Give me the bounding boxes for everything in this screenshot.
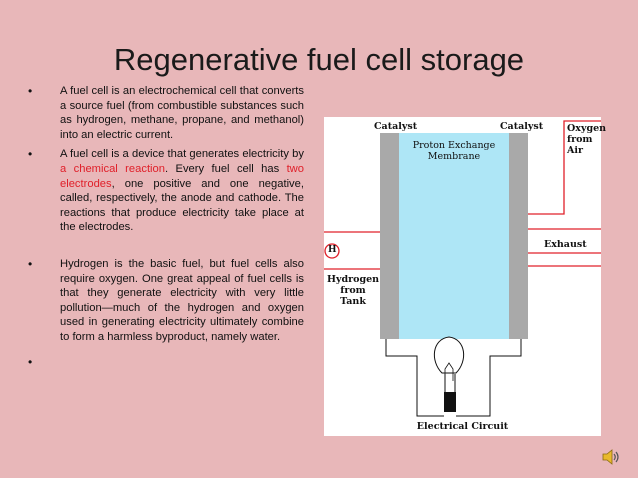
bullet-text: Hydrogen is the basic fuel, but fuel cel…	[60, 257, 304, 343]
membrane-label-line1: Proton Exchange	[412, 140, 496, 151]
hydrogen-label-line1: Hydrogen	[327, 274, 380, 285]
hydrogen-symbol-label: H	[328, 245, 337, 255]
oxygen-label: Oxygen from Air	[567, 123, 606, 156]
bullet-dot: •	[28, 256, 33, 271]
light-bulb-glass	[433, 336, 465, 374]
bullet-text: A fuel cell is a device that generates e…	[60, 148, 304, 161]
hydrogen-symbol-circle	[324, 243, 340, 259]
bullet-text: , one positive and one negative, called,…	[60, 177, 304, 234]
proton-exchange-membrane	[399, 133, 509, 339]
hydrogen-label: Hydrogen from Tank	[327, 274, 379, 307]
membrane-label-line2: Membrane	[427, 151, 481, 162]
bullet-list: • A fuel cell is an electrochemical cell…	[28, 84, 304, 369]
bullet-item-hydrogen: • Hydrogen is the basic fuel, but fuel c…	[28, 257, 304, 345]
light-bulb-filament	[444, 362, 454, 381]
oxygen-label-line1: Oxygen	[567, 123, 607, 134]
fuel-cell-diagram: Catalyst Catalyst Proton Exchange Membra…	[324, 117, 606, 436]
bullet-text: A fuel cell is an electrochemical cell t…	[60, 85, 304, 141]
bullet-item-fuel-cell-definition: • A fuel cell is an electrochemical cell…	[28, 84, 304, 142]
circuit-wire-bottom-right	[456, 370, 491, 417]
oxygen-label-line2: from	[567, 134, 593, 145]
catalyst-left	[380, 133, 399, 339]
speaker-icon-graphic	[602, 449, 619, 465]
hydrogen-label-line3: Tank	[340, 296, 366, 307]
exhaust-label: Exhaust	[544, 239, 587, 250]
fuel-cell-drawing	[324, 120, 601, 417]
bullet-text: . Every fuel cell has	[164, 162, 287, 175]
catalyst-right	[509, 133, 528, 339]
catalyst-left-label: Catalyst	[374, 121, 418, 132]
oxygen-pipe-top	[528, 120, 601, 215]
circuit-wire-left	[385, 339, 418, 370]
two-electrodes-link[interactable]: two electrodes	[60, 162, 304, 190]
electrical-circuit-label: Electrical Circuit	[416, 421, 509, 432]
light-bulb-base	[444, 392, 456, 412]
circuit-wire-bottom-left	[416, 370, 444, 417]
oxygen-label-line3: Air	[567, 145, 583, 156]
bullet-dot: •	[28, 354, 33, 369]
circuit-wire-right	[489, 339, 522, 370]
hydrogen-label-line2: from	[340, 285, 366, 296]
catalyst-right-label: Catalyst	[500, 121, 544, 132]
chemical-reaction-link[interactable]: a chemical reaction	[60, 162, 165, 175]
bullet-dot: •	[28, 84, 33, 98]
slide-title: Regenerative fuel cell storage	[113, 42, 525, 77]
bullet-dot: •	[28, 147, 33, 162]
speaker-icon[interactable]	[600, 446, 622, 468]
membrane-label: Proton Exchange Membrane	[402, 140, 506, 162]
bullet-item-electrodes: • A fuel cell is a device that generates…	[28, 147, 304, 235]
